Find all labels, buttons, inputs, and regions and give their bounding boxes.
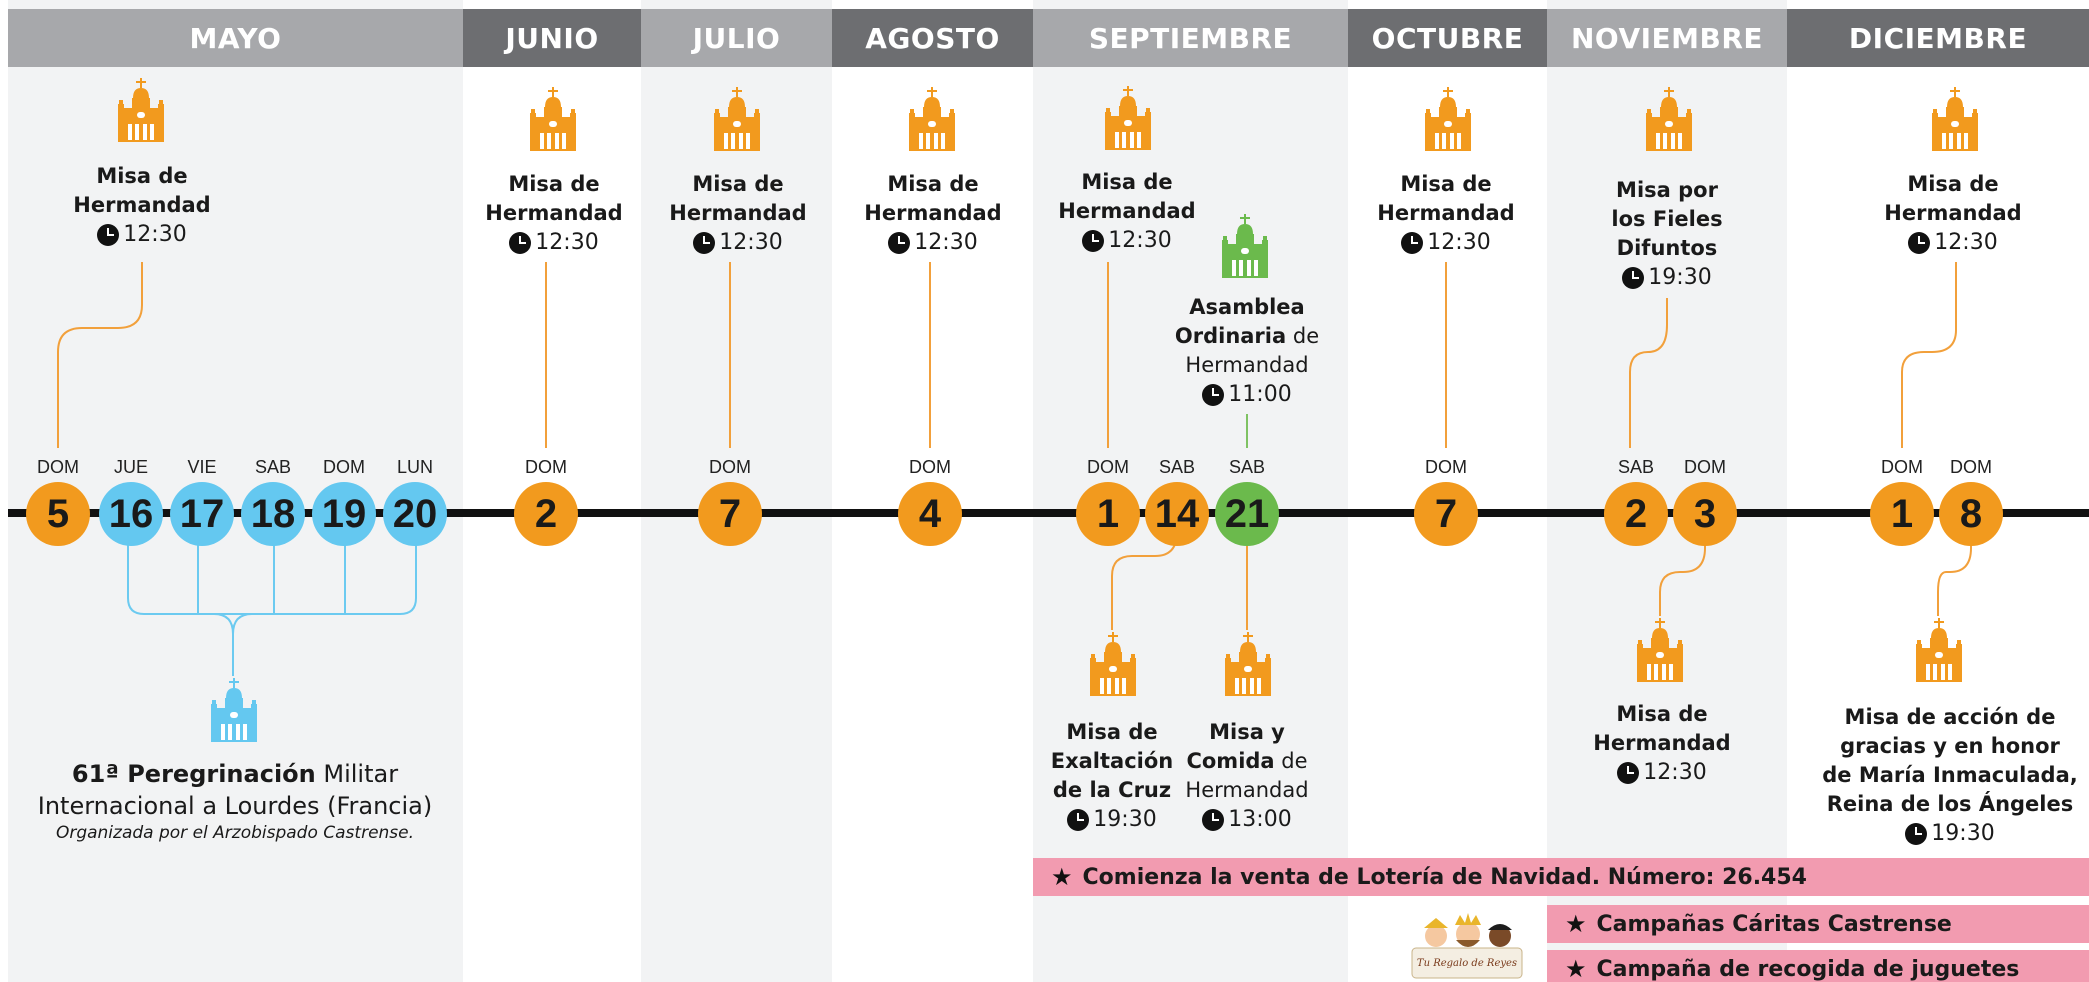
month-header-mayo: MAYO xyxy=(8,9,463,67)
event-difuntos: Misa por los Fieles Difuntos 19:30 xyxy=(1611,178,1723,290)
clock-icon xyxy=(1905,822,1928,845)
month-header-octubre: OCTUBRE xyxy=(1348,9,1547,67)
reyes-logo: Tu Regalo de Reyes xyxy=(1408,910,1526,982)
day-label-dic8: DOM xyxy=(1950,457,1992,477)
day-label-may16: JUE xyxy=(113,457,148,477)
church-icon xyxy=(1637,618,1683,686)
event-comida: Misa y Comida de Hermandad 13:00 xyxy=(1185,720,1309,832)
date-circle-oct7: 7 xyxy=(1414,482,1478,546)
event-julio-misa: Misa de Hermandad 12:30 xyxy=(669,172,807,255)
event-junio-misa: Misa de Hermandad 12:30 xyxy=(485,172,623,255)
month-header-junio: JUNIO xyxy=(463,9,641,67)
star-icon: ★ xyxy=(1051,863,1073,891)
date-circle-may16: 16 xyxy=(99,482,163,546)
day-label-jun2: DOM xyxy=(525,457,567,477)
church-icon xyxy=(1225,632,1271,700)
banner-caritas: ★ Campañas Cáritas Castrense xyxy=(1547,905,2089,943)
day-label-ago4: DOM xyxy=(909,457,951,477)
day-label-oct7: DOM xyxy=(1425,457,1467,477)
day-label-may17: VIE xyxy=(187,457,217,477)
event-agosto-misa: Misa de Hermandad 12:30 xyxy=(864,172,1002,255)
church-icon xyxy=(118,78,164,146)
event-peregrinacion: 61ª Peregrinación Militar Internacional … xyxy=(37,760,433,843)
church-icon xyxy=(530,87,576,155)
clock-icon xyxy=(97,223,120,246)
clock-icon xyxy=(1622,266,1645,289)
clock-icon xyxy=(1082,229,1105,252)
day-label-may19: DOM xyxy=(323,457,365,477)
clock-icon xyxy=(1202,383,1225,406)
clock-icon xyxy=(1067,808,1090,831)
day-label-sep21: SAB xyxy=(1228,457,1266,477)
day-label-sep14: SAB xyxy=(1158,457,1196,477)
event-diciembre-misa: Misa de Hermandad 12:30 xyxy=(1884,172,2022,255)
clock-icon xyxy=(888,231,911,254)
date-circle-nov2: 2 xyxy=(1604,482,1668,546)
col-bg-mayo xyxy=(8,0,463,982)
church-icon xyxy=(1090,632,1136,700)
date-circle-jul7: 7 xyxy=(698,482,762,546)
banner-juguetes: ★ Campaña de recogida de juguetes xyxy=(1547,950,2089,982)
church-icon xyxy=(1222,214,1268,282)
date-circle-sep14: 14 xyxy=(1145,482,1209,546)
logo-text: Tu Regalo de Reyes xyxy=(1416,958,1518,969)
event-inmaculada: Misa de acción de gracias y en honor de … xyxy=(1822,705,2078,846)
month-header-septiembre: SEPTIEMBRE xyxy=(1033,9,1348,67)
banner-loteria: ★ Comienza la venta de Lotería de Navida… xyxy=(1033,858,2089,896)
day-label-may5: DOM xyxy=(37,457,79,477)
church-icon xyxy=(909,87,955,155)
month-header-agosto: AGOSTO xyxy=(832,9,1033,67)
star-icon: ★ xyxy=(1565,910,1587,938)
date-circle-jun2: 2 xyxy=(514,482,578,546)
col-bg-noviembre xyxy=(1547,0,1787,982)
event-asamblea: Asamblea Ordinaria de Hermandad 11:00 xyxy=(1174,295,1320,407)
church-icon xyxy=(1105,86,1151,154)
clock-icon xyxy=(1202,808,1225,831)
event-noviembre-misa: Misa de Hermandad 12:30 xyxy=(1593,702,1731,785)
day-label-nov2: SAB xyxy=(1617,457,1655,477)
church-icon xyxy=(714,87,760,155)
church-icon xyxy=(1932,87,1978,155)
day-label-nov3: DOM xyxy=(1684,457,1726,477)
date-circle-dic8: 8 xyxy=(1939,482,2003,546)
clock-icon xyxy=(1401,231,1424,254)
date-circle-may17: 17 xyxy=(170,482,234,546)
clock-icon xyxy=(1908,231,1931,254)
date-circle-ago4: 4 xyxy=(898,482,962,546)
church-icon xyxy=(1916,618,1962,686)
date-circle-sep1: 1 xyxy=(1076,482,1140,546)
date-circle-sep21: 21 xyxy=(1215,482,1279,546)
clock-icon xyxy=(509,231,532,254)
day-label-dic1: DOM xyxy=(1881,457,1923,477)
date-circle-may18: 18 xyxy=(241,482,305,546)
event-exaltacion: Misa de Exaltación de la Cruz 19:30 xyxy=(1050,720,1174,832)
clock-icon xyxy=(1617,761,1640,784)
star-icon: ★ xyxy=(1565,955,1587,982)
event-octubre-misa: Misa de Hermandad 12:30 xyxy=(1377,172,1515,255)
church-icon xyxy=(211,678,257,746)
church-icon xyxy=(1425,87,1471,155)
date-circle-may19: 19 xyxy=(312,482,376,546)
date-circle-dic1: 1 xyxy=(1870,482,1934,546)
date-circle-may20: 20 xyxy=(383,482,447,546)
date-circle-may5: 5 xyxy=(26,482,90,546)
day-label-jul7: DOM xyxy=(709,457,751,477)
date-circle-nov3: 3 xyxy=(1673,482,1737,546)
three-kings-icon xyxy=(1411,913,1523,979)
day-label-may18: SAB xyxy=(254,457,292,477)
clock-icon xyxy=(693,231,716,254)
month-header-diciembre: DICIEMBRE xyxy=(1787,9,2089,67)
day-label-may20: LUN xyxy=(396,457,433,477)
month-header-julio: JULIO xyxy=(641,9,832,67)
church-icon xyxy=(1646,87,1692,155)
event-sep1-misa: Misa de Hermandad 12:30 xyxy=(1058,170,1196,253)
event-mayo-misa: Misa de Hermandad 12:30 xyxy=(73,164,211,247)
day-label-sep1: DOM xyxy=(1087,457,1129,477)
month-header-noviembre: NOVIEMBRE xyxy=(1547,9,1787,67)
